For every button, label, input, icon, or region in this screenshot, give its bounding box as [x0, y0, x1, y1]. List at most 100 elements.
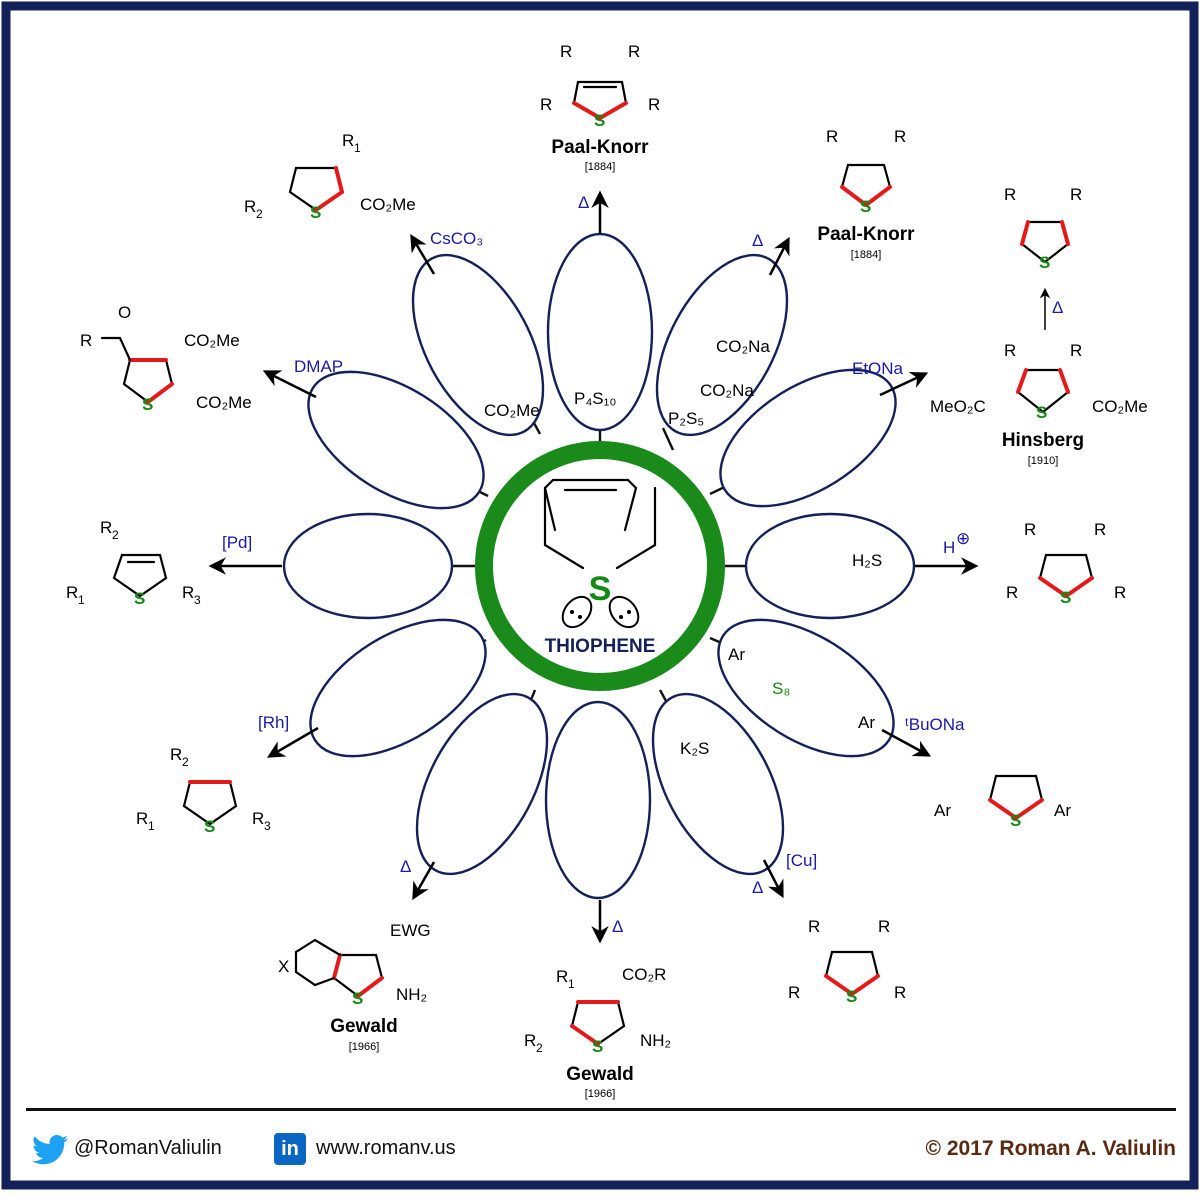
gewald-left-nh2: NH₂	[396, 985, 427, 1004]
reagent-heat-top: Δ	[578, 193, 589, 212]
svg-text:2: 2	[112, 528, 119, 542]
website-link[interactable]: www.romanv.us	[316, 1137, 456, 1159]
svg-text:R: R	[170, 745, 182, 764]
name-gewald-left: Gewald	[330, 1016, 398, 1037]
reagent-heat-gewald: Δ	[612, 917, 623, 936]
ellipse-diyne	[717, 618, 895, 758]
reagent-rhodium: [Rh]	[258, 713, 289, 732]
linkedin-icon[interactable]: in	[274, 1133, 306, 1165]
reagent-etona: EtONa	[852, 359, 904, 378]
dmap-ester-top: CO₂Me	[184, 331, 240, 350]
reagent-heat-gewald-left: Δ	[400, 857, 411, 876]
twitter-handle[interactable]: @RomanValiulin	[74, 1137, 222, 1159]
svg-text:S: S	[352, 989, 363, 1008]
product-diaryl-thiophene: S Ar Ar	[934, 774, 1071, 830]
furan-h2s: H₂S	[852, 551, 882, 570]
year-gewald-left: [1966]	[349, 1041, 380, 1053]
twitter-icon[interactable]	[32, 1135, 68, 1165]
svg-text:S: S	[1060, 588, 1071, 607]
central-sulfur-atom: S	[589, 570, 612, 608]
svg-text:R: R	[808, 917, 820, 936]
product-gewald-left: S X EWG NH₂ Gewald [1966]	[278, 921, 431, 1053]
svg-text:R: R	[100, 518, 112, 537]
svg-text:3: 3	[264, 819, 271, 833]
reagent-copper: [Cu]	[786, 851, 817, 870]
svg-text:S: S	[860, 197, 871, 216]
reagent-heat-right: Δ	[752, 231, 763, 250]
reagent-p4s10: P₄S₁₀	[574, 389, 616, 408]
succinate-co2na-bottom: CO₂Na	[700, 381, 754, 400]
svg-text:2: 2	[182, 755, 189, 769]
svg-text:R: R	[1006, 583, 1018, 602]
svg-text:S: S	[1039, 253, 1050, 272]
svg-text:S: S	[310, 203, 321, 222]
svg-text:R: R	[66, 583, 78, 602]
svg-text:R: R	[136, 809, 148, 828]
svg-text:S: S	[1010, 811, 1021, 830]
svg-text:R: R	[524, 1031, 536, 1050]
ellipse-furan	[744, 512, 916, 620]
svg-text:R: R	[1070, 185, 1082, 204]
name-paal-knorr-right: Paal-Knorr	[817, 224, 915, 245]
svg-text:S: S	[204, 817, 215, 836]
svg-text:R: R	[628, 42, 640, 61]
reagent-dmap: DMAP	[294, 357, 343, 376]
ellipse-dihalide	[651, 692, 785, 876]
dmap-ester-bottom: CO₂Me	[196, 393, 252, 412]
reagent-palladium: [Pd]	[222, 533, 252, 552]
reagent-acid-charge: ⊕	[956, 529, 970, 548]
hinsberg-ester-left: MeO₂C	[930, 397, 986, 416]
gewald-nh2: NH₂	[640, 1031, 671, 1050]
ellipse-gewald-center	[544, 700, 652, 900]
svg-text:R: R	[540, 95, 552, 114]
footer: @RomanValiulin in www.romanv.us © 2017 R…	[26, 1108, 1176, 1175]
svg-text:S: S	[846, 987, 857, 1006]
svg-text:1: 1	[354, 141, 361, 155]
svg-text:R: R	[342, 131, 354, 150]
svg-text:R: R	[244, 197, 256, 216]
cesium-ester: CO₂Me	[360, 195, 416, 214]
svg-text:R: R	[560, 42, 572, 61]
svg-text:R: R	[556, 967, 568, 986]
reagent-heat-copper: Δ	[752, 878, 763, 897]
ellipse-cesium	[411, 253, 545, 437]
reagent-cesium: CsCO₃	[430, 229, 483, 248]
svg-text:R: R	[788, 983, 800, 1002]
svg-text:3: 3	[194, 593, 201, 607]
name-paal-knorr-top: Paal-Knorr	[551, 137, 649, 158]
svg-text:1: 1	[78, 593, 85, 607]
reagent-acid: H	[943, 538, 955, 557]
svg-text:R: R	[1070, 341, 1082, 360]
reagent-p2s5: P₂S₅	[668, 409, 704, 428]
svg-text:R: R	[1004, 341, 1016, 360]
svg-text:R: R	[894, 983, 906, 1002]
svg-text:2: 2	[256, 207, 263, 221]
year-paal-knorr-right: [1884]	[851, 249, 882, 261]
reagent-k2s: K₂S	[680, 739, 709, 758]
ellipse-mercapto	[282, 512, 454, 620]
diyne-ar-bottom: Ar	[858, 713, 875, 732]
svg-text:R: R	[1114, 583, 1126, 602]
svg-text:O: O	[118, 303, 131, 322]
svg-text:R: R	[878, 917, 890, 936]
product-dmap-thiophene: S O R CO₂Me CO₂Me	[80, 303, 252, 414]
copyright: © 2017 Roman A. Valiulin	[925, 1137, 1176, 1160]
svg-text:R: R	[1024, 520, 1036, 539]
name-hinsberg: Hinsberg	[1002, 430, 1084, 451]
reagent-tbuona: ᵗBuONa	[905, 715, 965, 734]
ellipse-dmap	[307, 370, 485, 510]
hinsberg-ester-right: CO₂Me	[1092, 397, 1148, 416]
year-paal-knorr-top: [1884]	[585, 161, 616, 173]
ellipse-thiadiazole	[309, 618, 487, 758]
gewald-x: X	[278, 957, 289, 976]
